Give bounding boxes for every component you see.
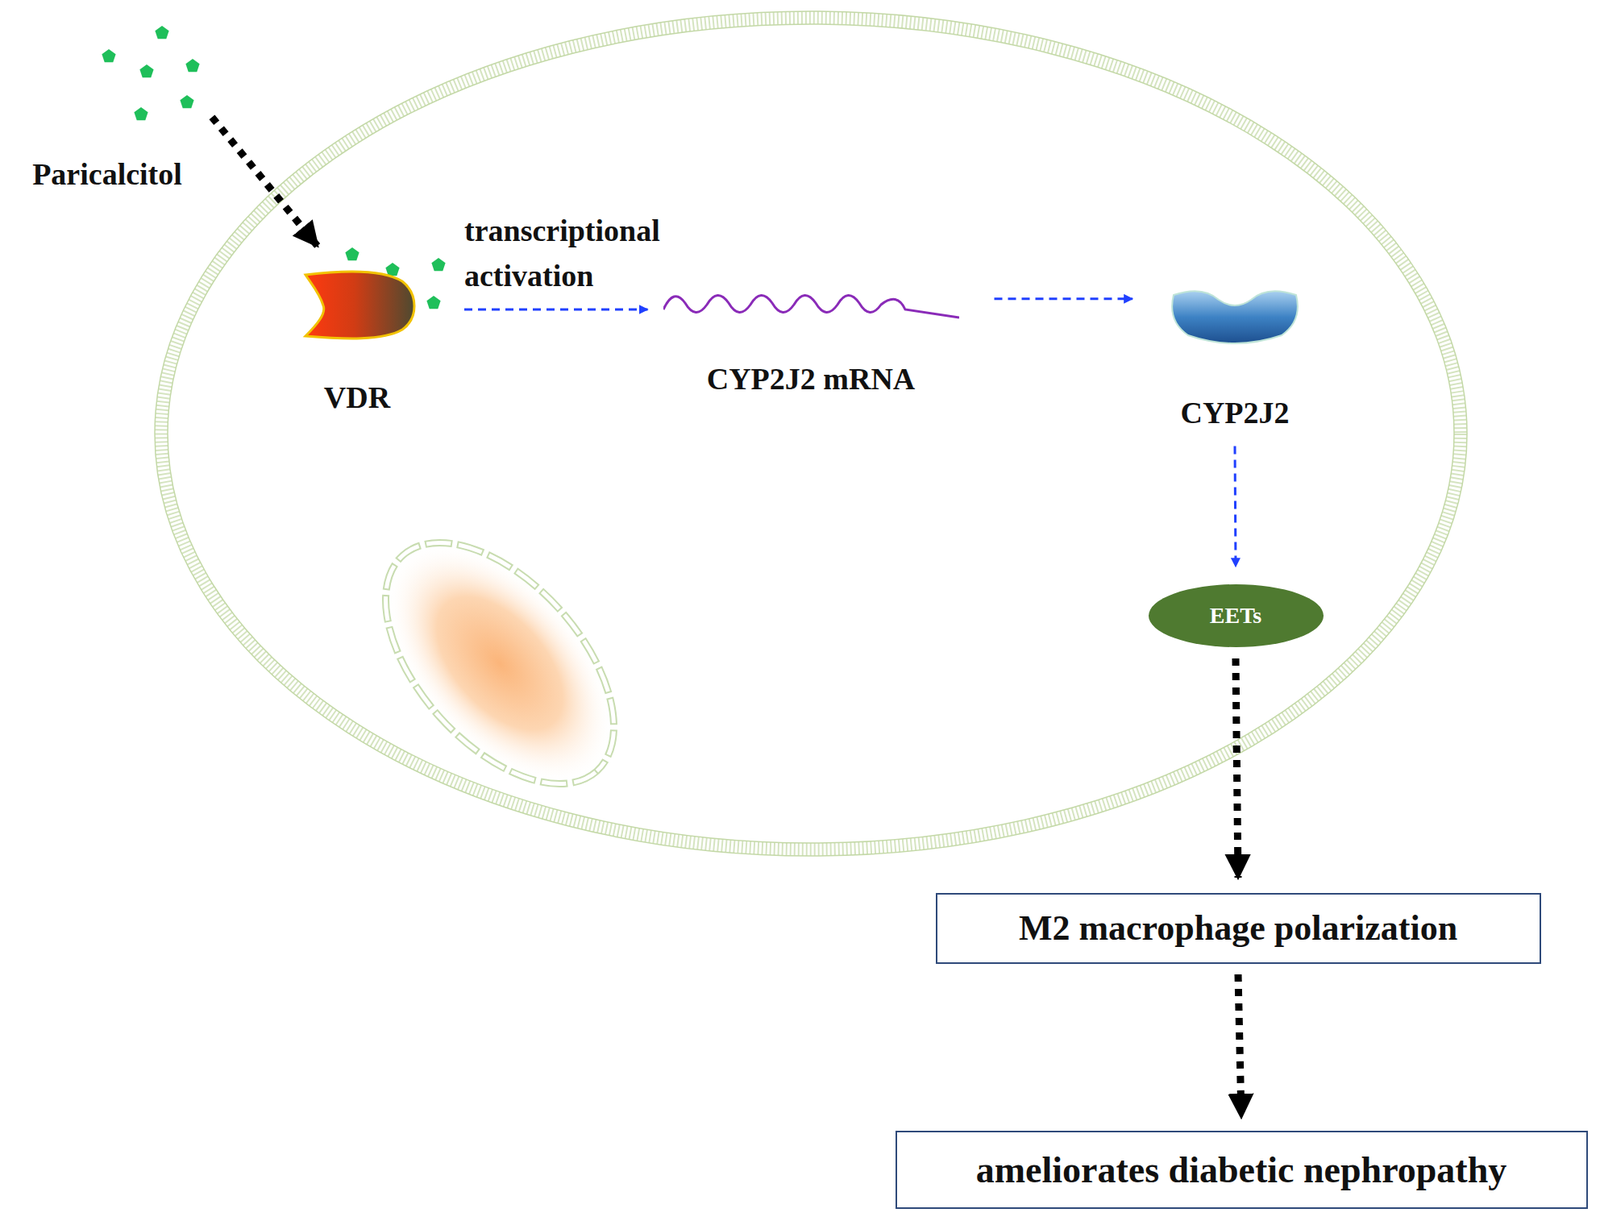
drug-molecule [179, 95, 194, 109]
drug-molecule [101, 49, 116, 63]
enzyme-shape [1168, 285, 1301, 358]
drug-molecule [139, 64, 154, 78]
node-text: Paricalcitol [10, 156, 204, 194]
drug-label: Paricalcitol [10, 24, 204, 194]
node-text: ameliorates diabetic nephropathy [976, 1147, 1507, 1193]
arrow-connector [464, 308, 649, 312]
drug-molecule [154, 25, 169, 39]
drug-molecules [10, 24, 204, 154]
arrow-connector [1235, 658, 1239, 878]
outcome-box: ameliorates diabetic nephropathy [895, 1130, 1588, 1210]
drug-molecule [185, 58, 200, 72]
arrow-connector [211, 116, 318, 246]
outcome-box: M2 macrophage polarization [935, 893, 1542, 965]
receptor-shape [295, 270, 419, 343]
enzyme: CYP2J2 [1168, 285, 1301, 433]
drug-molecule [431, 257, 445, 271]
drug-molecule [385, 262, 399, 276]
receptor: VDR [295, 270, 419, 417]
edge-label: transcriptional activation [464, 207, 723, 299]
node-text: EETs [1209, 602, 1262, 630]
mrna-strand: CYP2J2 mRNA [663, 285, 960, 399]
arrow-connector [1238, 974, 1242, 1118]
drug-molecule [344, 247, 359, 261]
node-text: VDR [295, 379, 419, 417]
node-text: CYP2J2 mRNA [663, 361, 960, 399]
drug-molecule [426, 295, 441, 309]
metabolite-ellipse: EETs [1147, 583, 1325, 649]
nucleus [342, 501, 657, 825]
arrow-connector [1234, 446, 1236, 567]
mrna-wave [663, 285, 960, 334]
node-text: M2 macrophage polarization [1018, 907, 1458, 951]
drug-molecule [133, 107, 148, 121]
arrow-connector [994, 297, 1134, 300]
cell-membrane [154, 11, 1468, 857]
node-text: CYP2J2 [1168, 394, 1301, 433]
